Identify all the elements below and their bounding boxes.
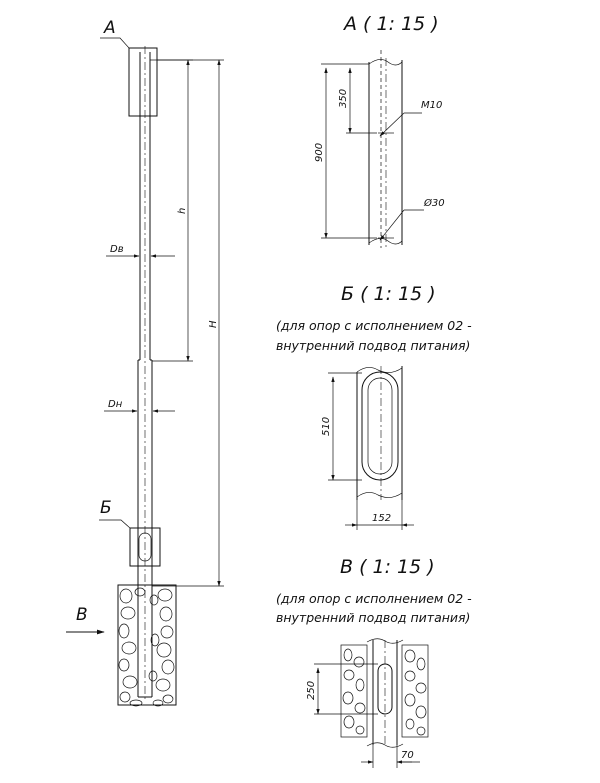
cable-entry-slot [361,371,399,481]
detail-b-title: Б ( 1: 15 ) [341,283,436,305]
dim-h-label: h [177,208,188,214]
main-pole-view: А Б В Dв Dн h H [66,18,224,707]
detail-b-callout-box [129,527,161,567]
detail-b: Б ( 1: 15 ) (для опор с исполнением 02 -… [276,283,472,530]
detail-v-dim-70: 70 [401,750,414,761]
detail-a-title: А ( 1: 15 ) [342,13,439,35]
detail-b-note-line2: внутренний подвод питания) [276,338,470,353]
detail-v: В ( 1: 15 ) (для опор с исполнением 02 -… [276,556,472,768]
detail-v-dim-250: 250 [306,681,317,700]
detail-a: А ( 1: 15 ) 350 900 М10 Ø30 [314,13,445,248]
dim-H-label: H [208,320,219,328]
detail-a-thread: М10 [421,100,442,111]
detail-a-dim-900: 900 [314,143,325,162]
detail-a-hole: Ø30 [423,197,445,209]
detail-b-dim-152: 152 [372,513,391,524]
detail-v-note-line2: внутренний подвод питания) [276,610,470,625]
detail-v-title: В ( 1: 15 ) [340,556,435,578]
detail-v-note-line1: (для опор с исполнением 02 - [276,591,472,606]
label-a: А [103,18,116,38]
detail-a-callout-box [128,47,158,117]
foundation-block [117,584,177,707]
dim-dn-label: Dн [108,399,123,410]
detail-v-left-wall [340,644,368,738]
dim-dv-label: Dв [110,244,124,255]
detail-b-note-line1: (для опор с исполнением 02 - [276,318,472,333]
label-b: Б [100,498,112,518]
detail-b-dim-510: 510 [321,417,332,436]
detail-a-dim-350: 350 [338,89,349,108]
detail-v-right-wall [401,644,429,738]
label-v: В [76,605,88,625]
